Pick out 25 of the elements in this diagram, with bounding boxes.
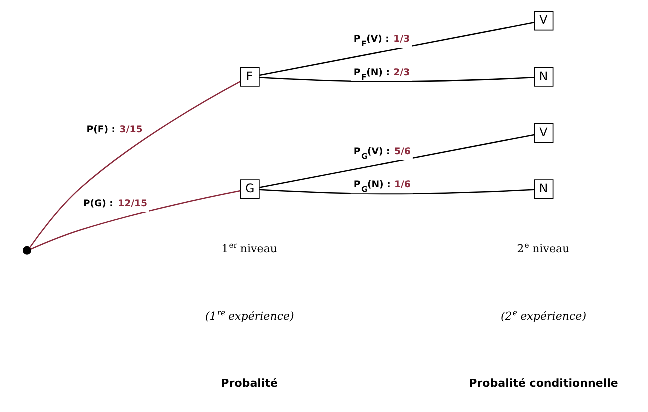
edge-label: P$_{F}$(V) : 1/3 [353,34,410,49]
node-box: F [240,67,260,87]
node-box: V [534,124,554,144]
label: Probalité conditionnelle [468,377,618,390]
node-box: N [534,67,554,87]
connector [259,134,534,188]
node-box: N [534,180,554,200]
connector [29,81,240,248]
connector [258,76,534,82]
node-box: G [240,180,260,200]
connector [258,189,534,195]
label: 2$^{e}$ niveau [516,241,570,256]
label: 1$^{er}$ niveau [221,241,278,256]
edge-label: P$_{G}$(V) : 5/6 [353,146,410,161]
label: (2$^{e}$ expérience) [500,308,586,323]
edge-label: P$_{G}$(N) : 1/6 [353,180,410,194]
node-circle [22,246,31,255]
label: Probalité [220,377,278,390]
edge-label: P$_{F}$(N) : 2/3 [353,67,410,82]
edge-label: P(G) : 12/15 [82,198,148,210]
label: (1$^{re}$ expérience) [204,308,294,323]
node-box: V [534,11,554,31]
connector [259,22,534,76]
connector [30,190,240,250]
edge-label: P(F) : 3/15 [86,124,142,136]
